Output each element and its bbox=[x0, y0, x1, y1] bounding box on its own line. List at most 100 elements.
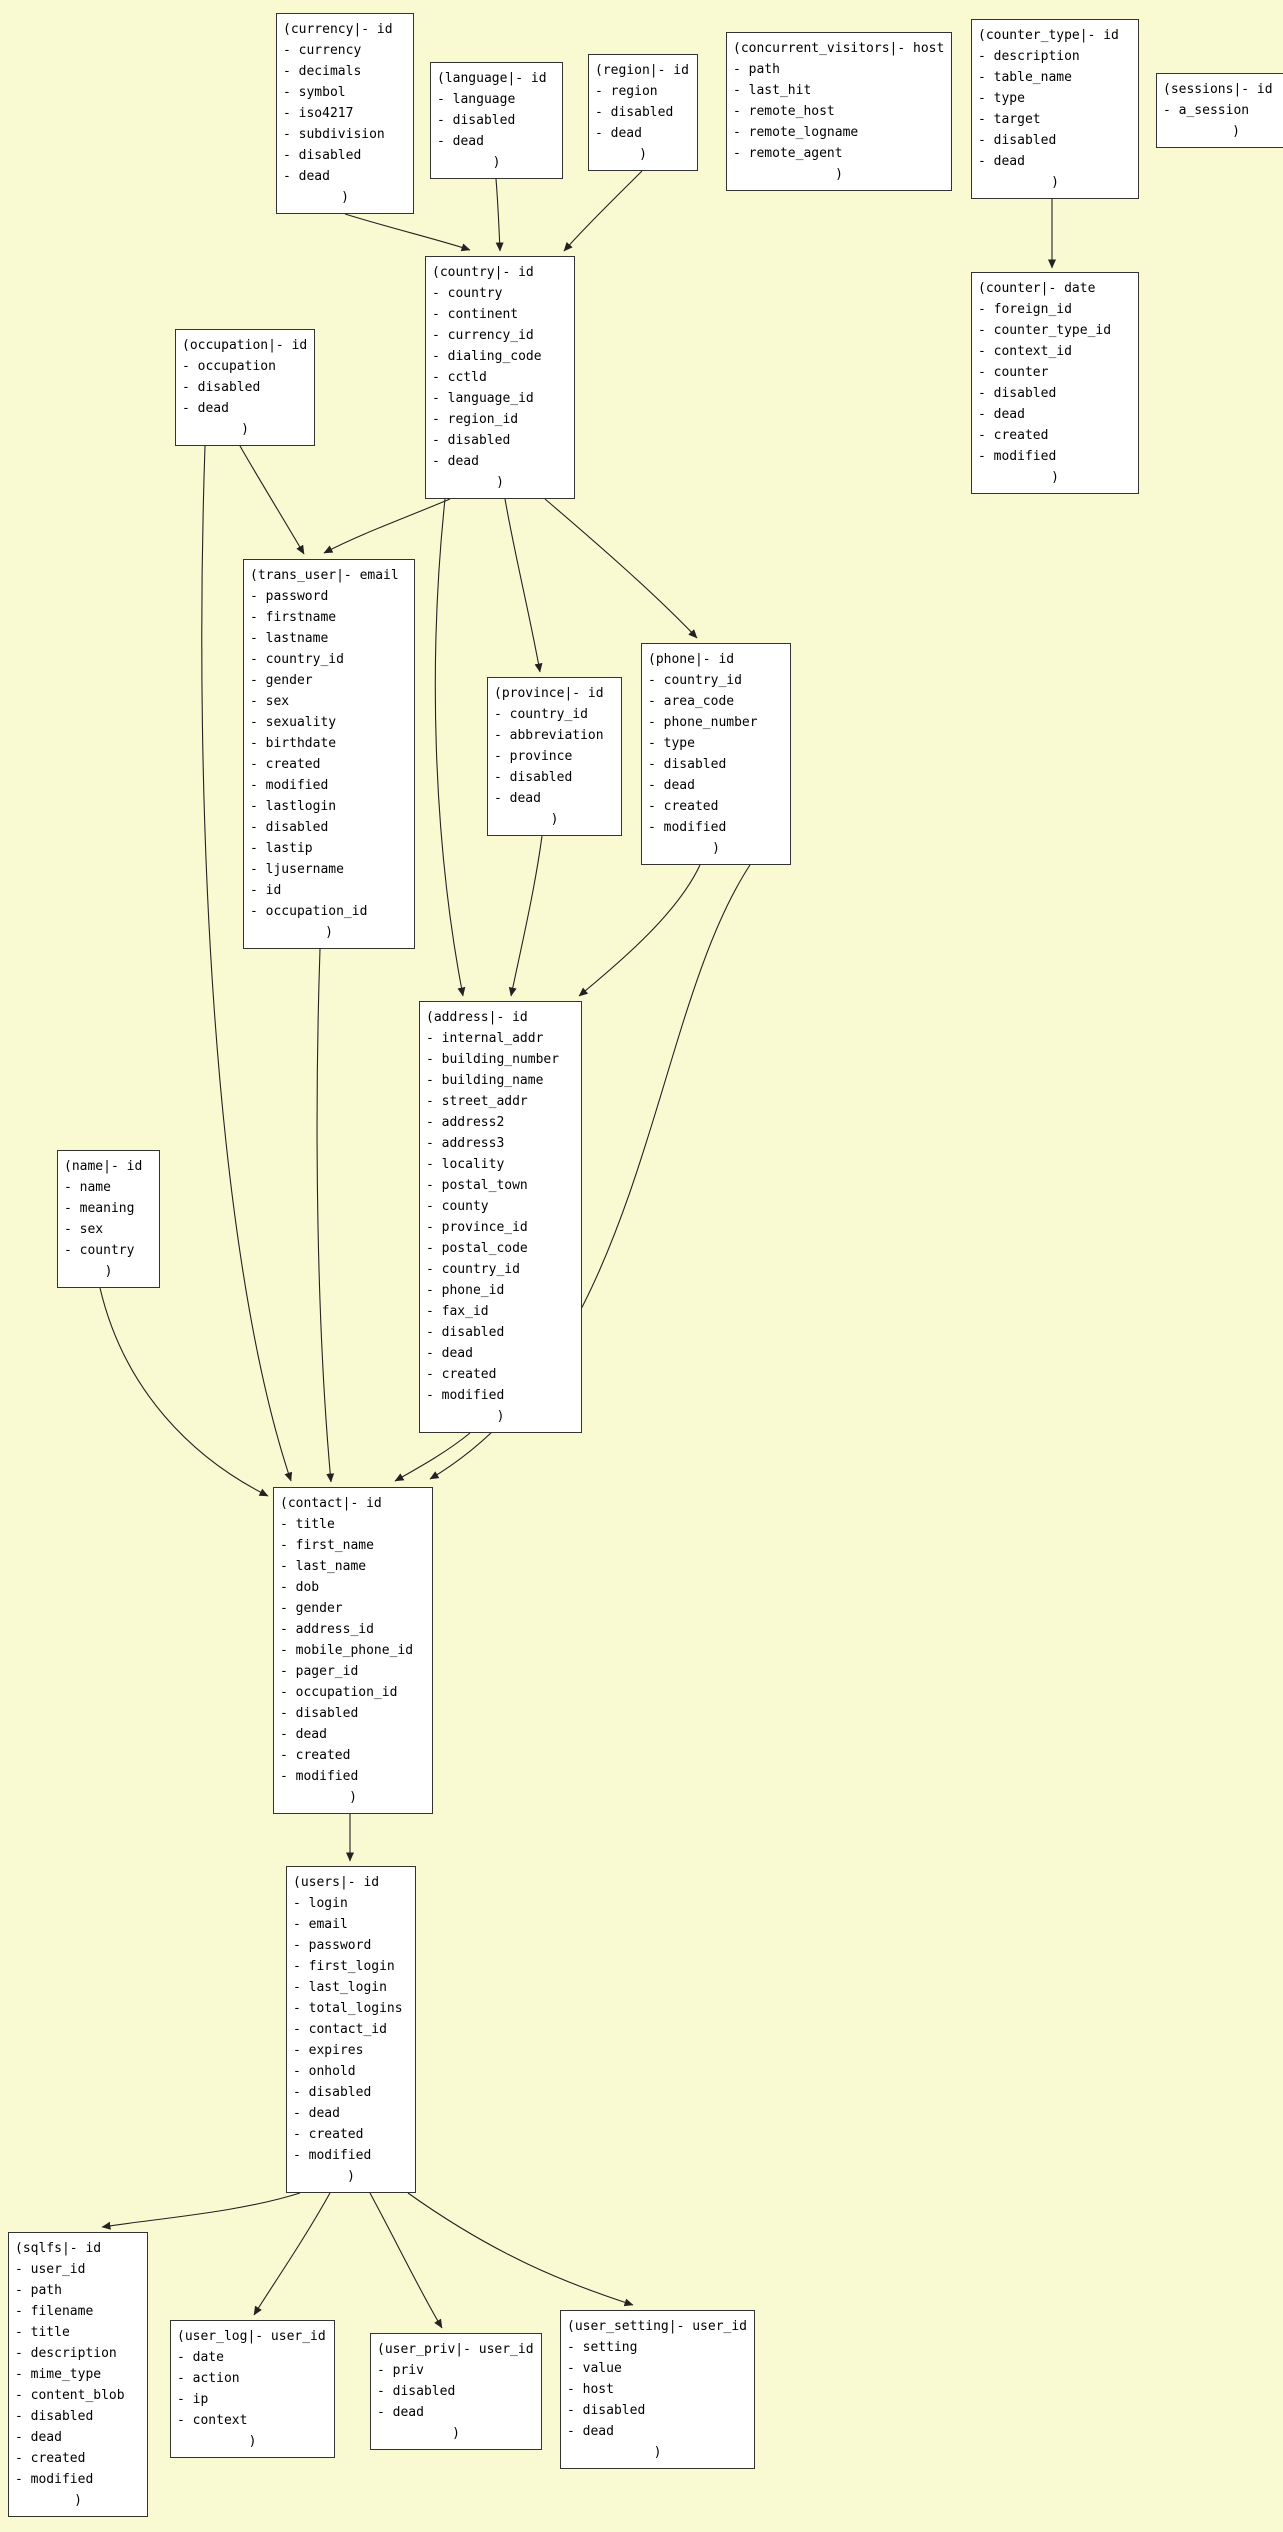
field-ljusername: - ljusername bbox=[250, 862, 344, 877]
field-created: - created bbox=[648, 799, 719, 814]
field-country: - country bbox=[64, 1243, 135, 1258]
table-header-occupation: (occupation|- id bbox=[182, 338, 308, 353]
table-trans_user: (trans_user|- email - password - firstname… bbox=[243, 559, 415, 949]
table-close-paren: ) bbox=[341, 190, 349, 205]
field-filename: - filename bbox=[15, 2304, 94, 2319]
field-cctld: - cctld bbox=[432, 370, 487, 385]
field-created: - created bbox=[280, 1748, 351, 1763]
field-disabled: - disabled bbox=[648, 757, 727, 772]
field-country_id: - country_id bbox=[250, 652, 344, 667]
table-contact: (contact|- id- title- first_name- last_n… bbox=[273, 1487, 433, 1814]
field-disabled: - disabled bbox=[293, 2085, 372, 2100]
field-region_id: - region_id bbox=[432, 412, 519, 427]
field-context_id: - context_id bbox=[978, 344, 1072, 359]
table-close-paren: ) bbox=[1051, 175, 1059, 190]
field-disabled: - disabled bbox=[437, 113, 516, 128]
field-street_addr: - street_addr bbox=[426, 1094, 528, 1109]
field-modified: - modified bbox=[250, 778, 329, 793]
field-sexuality: - sexuality bbox=[250, 715, 337, 730]
field-building_number: - building_number bbox=[426, 1052, 560, 1067]
field-value: - value bbox=[567, 2361, 622, 2376]
field-region: - region bbox=[595, 84, 658, 99]
field-modified: - modified bbox=[15, 2472, 94, 2487]
field-ip: - ip bbox=[177, 2392, 209, 2407]
field-dead: - dead bbox=[283, 169, 330, 184]
field-language_id: - language_id bbox=[432, 391, 534, 406]
field-disabled: - disabled bbox=[426, 1325, 505, 1340]
field-created: - created bbox=[426, 1367, 497, 1382]
field-occupation_id: - occupation_id bbox=[250, 904, 368, 919]
field-created: - created bbox=[250, 757, 321, 772]
field-address_id: - address_id bbox=[280, 1622, 374, 1637]
edge-country-to-trans_user bbox=[323, 498, 451, 554]
field-dead: - dead bbox=[377, 2405, 424, 2420]
edge-country-to-address bbox=[434, 498, 466, 997]
edge-region-to-country bbox=[563, 170, 643, 252]
edge-name-to-contact bbox=[99, 1287, 269, 1497]
field-mime_type: - mime_type bbox=[15, 2367, 102, 2382]
field-onhold: - onhold bbox=[293, 2064, 356, 2079]
field-dead: - dead bbox=[15, 2430, 62, 2445]
table-counter_type: (counter_type|- id- description- table_n… bbox=[971, 19, 1139, 199]
field-password: - password bbox=[250, 589, 329, 604]
field-dead: - dead bbox=[648, 778, 695, 793]
field-dead: - dead bbox=[293, 2106, 340, 2121]
table-header-sqlfs: (sqlfs|- id bbox=[15, 2241, 102, 2256]
field-dead: - dead bbox=[494, 791, 541, 806]
field-context: - context bbox=[177, 2413, 248, 2428]
field-phone_id: - phone_id bbox=[426, 1283, 505, 1298]
field-disabled: - disabled bbox=[283, 148, 362, 163]
field-email: - email bbox=[293, 1917, 348, 1932]
table-sessions: (sessions|- id- a_session) bbox=[1156, 73, 1283, 148]
table-province: (province|- id- country_id- abbreviation… bbox=[487, 677, 622, 836]
edge-language-to-country bbox=[495, 178, 504, 252]
field-last_login: - last_login bbox=[293, 1980, 387, 1995]
field-gender: - gender bbox=[250, 673, 313, 688]
field-currency_id: - currency_id bbox=[432, 328, 534, 343]
field-postal_town: - postal_town bbox=[426, 1178, 528, 1193]
table-header-currency: (currency|- id bbox=[283, 22, 393, 37]
edge-country-to-phone bbox=[544, 498, 698, 639]
field-firstname: - firstname bbox=[250, 610, 337, 625]
field-disabled: - disabled bbox=[377, 2384, 456, 2399]
field-disabled: - disabled bbox=[15, 2409, 94, 2424]
field-modified: - modified bbox=[978, 449, 1057, 464]
table-header-sessions: (sessions|- id bbox=[1163, 82, 1273, 97]
table-close-paren: ) bbox=[835, 167, 843, 182]
table-header-language: (language|- id bbox=[437, 71, 547, 86]
field-title: - title bbox=[15, 2325, 70, 2340]
table-header-users: (users|- id bbox=[293, 1875, 380, 1890]
field-table_name: - table_name bbox=[978, 70, 1072, 85]
field-dead: - dead bbox=[978, 407, 1025, 422]
field-remote_agent: - remote_agent bbox=[733, 146, 843, 161]
field-password: - password bbox=[293, 1938, 372, 1953]
field-iso4217: - iso4217 bbox=[283, 106, 354, 121]
field-lastlogin: - lastlogin bbox=[250, 799, 337, 814]
field-province: - province bbox=[494, 749, 573, 764]
table-sqlfs: (sqlfs|- id- user_id- path- filename- ti… bbox=[8, 2232, 148, 2517]
table-header-trans_user: (trans_user|- email bbox=[250, 568, 399, 583]
field-dead: - dead bbox=[182, 401, 229, 416]
field-county: - county bbox=[426, 1199, 489, 1214]
table-close-paren: ) bbox=[653, 2445, 662, 2460]
table-language: (language|- id- language- disabled- dead… bbox=[430, 62, 563, 179]
field-target: - target bbox=[978, 112, 1041, 127]
table-country: (country|- id- country- continent- curre… bbox=[425, 256, 575, 499]
field-content_blob: - content_blob bbox=[15, 2388, 125, 2403]
table-user_log: (user_log|- user_id- date- action- ip- c… bbox=[170, 2320, 335, 2458]
table-users: (users|- id- login- email- password- fir… bbox=[286, 1866, 416, 2193]
field-contact_id: - contact_id bbox=[293, 2022, 387, 2037]
table-close-paren: ) bbox=[496, 475, 504, 490]
table-close-paren: ) bbox=[241, 422, 249, 437]
field-postal_code: - postal_code bbox=[426, 1241, 528, 1256]
field-a_session: - a_session bbox=[1163, 103, 1250, 118]
field-disabled: - disabled bbox=[978, 386, 1057, 401]
field-last_hit: - last_hit bbox=[733, 83, 812, 98]
field-dead: - dead bbox=[567, 2424, 614, 2439]
field-address3: - address3 bbox=[426, 1136, 505, 1151]
field-created: - created bbox=[978, 428, 1049, 443]
field-created: - created bbox=[15, 2451, 86, 2466]
field-sex: - sex bbox=[64, 1222, 104, 1237]
field-created: - created bbox=[293, 2127, 364, 2142]
field-pager_id: - pager_id bbox=[280, 1664, 359, 1679]
